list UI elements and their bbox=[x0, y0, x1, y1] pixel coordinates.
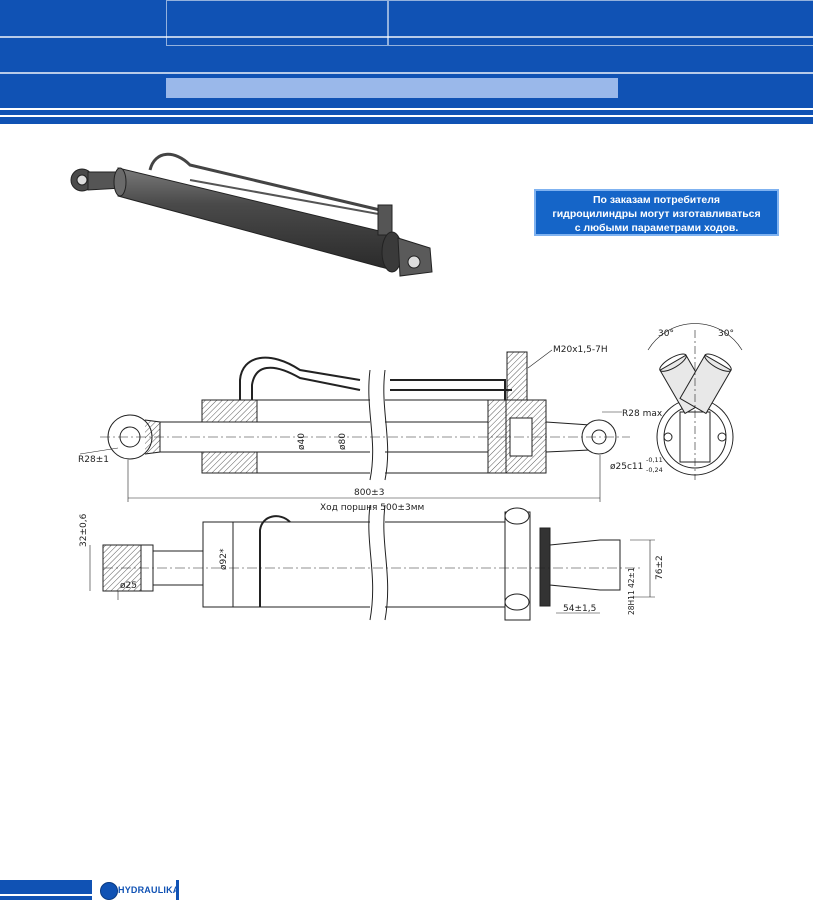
dim-clevis-gap-extra: 42±1 bbox=[627, 567, 636, 588]
company-logo: HYDRAULIKA bbox=[100, 882, 179, 900]
side-view-section bbox=[100, 351, 630, 481]
note-line: гидроцилиндры могут изготавливаться bbox=[552, 208, 761, 220]
header-cell-right bbox=[388, 0, 813, 46]
footer-divider bbox=[176, 880, 179, 900]
logo-text: HYDRAULIKA bbox=[118, 885, 180, 895]
dim-radius-max: R28 max bbox=[622, 409, 663, 419]
dim-rod-dia: ø40 bbox=[297, 433, 307, 450]
header-cell-left bbox=[166, 0, 388, 46]
dim-clevis-gap: 28H11 bbox=[627, 590, 636, 615]
footer-bar bbox=[0, 880, 92, 894]
dimension-lines bbox=[79, 349, 655, 614]
bottom-view bbox=[102, 504, 640, 621]
end-view bbox=[647, 323, 743, 480]
dim-eye-pin: ø25 bbox=[120, 581, 137, 591]
header-light-bar bbox=[166, 78, 618, 98]
dim-thread: M20x1,5-7H bbox=[553, 345, 608, 355]
dim-radius-left: R28±1 bbox=[78, 455, 109, 465]
header-rule bbox=[0, 72, 813, 74]
dim-bore-dia: ø80 bbox=[338, 433, 348, 450]
header-band bbox=[0, 0, 813, 124]
header-stripe bbox=[0, 108, 813, 110]
dim-eye-width: 32±0,6 bbox=[79, 513, 89, 547]
custom-stroke-note: По заказам потребителя гидроцилиндры мог… bbox=[534, 189, 779, 236]
dim-pin-tol-upper: -0,11 bbox=[646, 456, 663, 464]
logo-icon bbox=[100, 882, 118, 900]
note-line: с любыми параметрами ходов. bbox=[574, 222, 739, 234]
header-stripe bbox=[0, 115, 813, 117]
dim-clevis-height: 76±2 bbox=[655, 555, 665, 580]
cylinder-3d-render bbox=[70, 152, 433, 277]
dim-pin-dia: ø25c11 bbox=[610, 462, 643, 472]
dim-stroke: Ход поршня 500±3мм bbox=[320, 503, 424, 513]
dim-cyl-dia: ø92* bbox=[219, 548, 229, 570]
footer-bar bbox=[0, 896, 92, 900]
dim-total-length: 800±3 bbox=[354, 488, 384, 498]
note-line: По заказам потребителя bbox=[592, 194, 721, 206]
header-rule bbox=[0, 36, 813, 38]
dim-clevis-len: 54±1,5 bbox=[563, 604, 596, 614]
dim-angle-right: 30° bbox=[718, 329, 734, 339]
dim-pin-tol-lower: -0,24 bbox=[646, 466, 663, 474]
dim-angle-left: 30° bbox=[658, 329, 674, 339]
